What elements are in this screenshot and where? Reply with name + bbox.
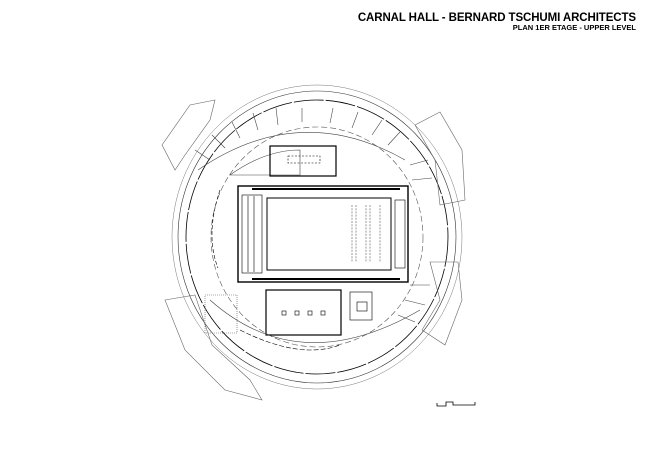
wing-northeast [414,111,466,206]
north-rooms [194,107,406,176]
main-hall [237,185,409,283]
seat-rows [351,205,381,262]
inner-ring [210,126,424,348]
outer-facade-ring [177,90,457,384]
title-block: CARNAL HALL - BERNARD TSCHUMI ARCHITECTS… [358,12,636,32]
west-ramp [211,189,221,269]
circulation-ring [185,99,449,375]
playing-field [266,197,392,271]
west-stand [241,194,263,274]
southwest-stair [204,294,238,334]
south-room-markers [281,310,326,316]
drawing-subtitle: PLAN 1ER ETAGE - UPPER LEVEL [512,23,636,32]
drawing-title: CARNAL HALL - BERNARD TSCHUMI ARCHITECTS [357,12,636,24]
scale-bar [436,401,476,407]
wing-east [421,261,463,346]
north-room [269,145,337,177]
outer-canopy-ring [171,84,463,390]
south-curve [209,299,421,343]
wing-southwest [164,294,263,401]
wing-northwest [161,99,216,171]
south-room [265,289,342,336]
east-stand [394,199,406,269]
stair-core [349,291,373,321]
east-rooms [397,159,433,323]
